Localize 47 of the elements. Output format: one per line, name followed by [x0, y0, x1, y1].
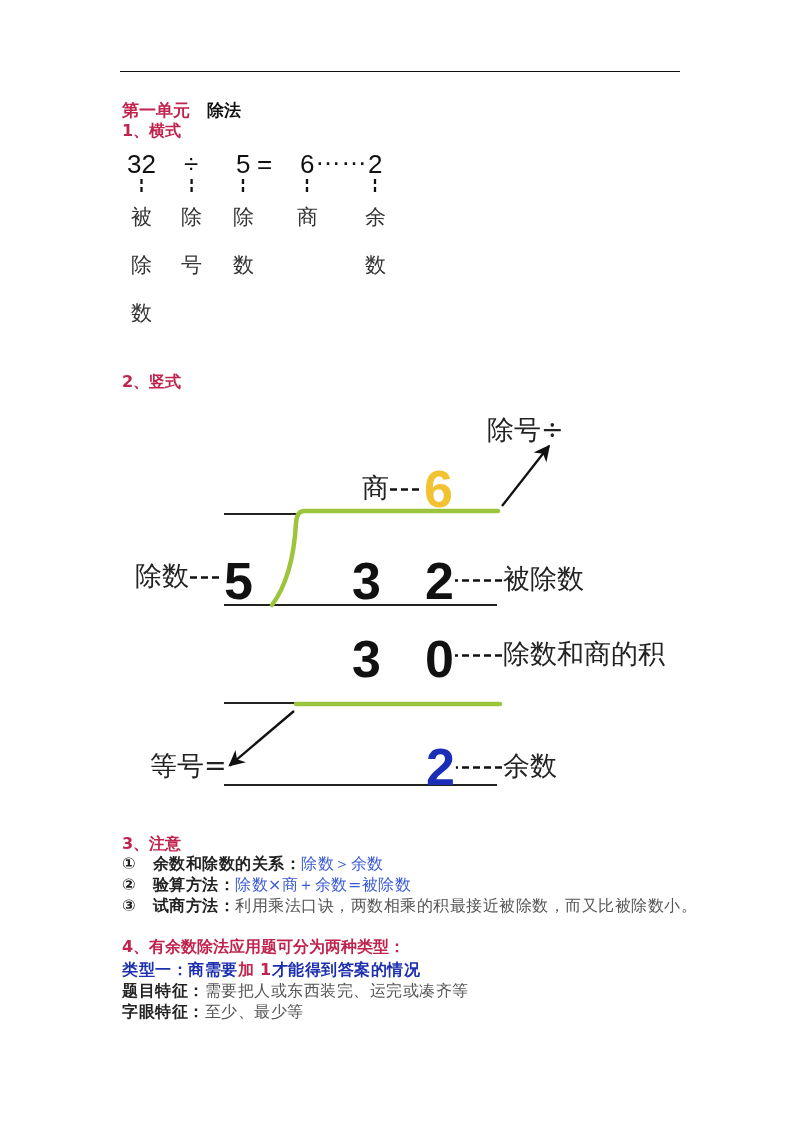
number: 5 [236, 151, 251, 177]
leader-line [373, 178, 377, 192]
note-text: ③ 试商方法：利用乘法口诀，两数相乘的积最接近被除数，而又比被除数小。 [122, 896, 698, 917]
term-label: 等号= [150, 750, 227, 782]
term-label: 除数 [135, 560, 189, 592]
note-text: 字眼特征：至少、最少等 [122, 1002, 304, 1023]
section-heading: 4、有余数除法应用题可分为两种类型： [122, 937, 406, 958]
term-label: 除数和商的积 [503, 638, 665, 670]
number: 2 [426, 741, 455, 793]
section-heading: 2、竖式 [122, 372, 182, 393]
number: 32 [352, 555, 454, 607]
page-title: 第一单元 除法 [122, 99, 241, 122]
term-label: 余数 [503, 750, 557, 782]
leader-line [305, 178, 309, 192]
section-heading: 1、横式 [122, 121, 182, 142]
number: 5 [224, 555, 253, 607]
subheading: 类型一：商需要加 1才能得到答案的情况 [122, 960, 421, 981]
leader-line [455, 579, 502, 582]
leader-line [190, 178, 193, 192]
term-label: 除号÷ [487, 414, 564, 446]
number: 6 [424, 463, 453, 515]
term-label: 被除数 [503, 563, 584, 595]
term-label: 被除数 [130, 193, 153, 337]
arrow [228, 710, 295, 767]
division-bracket [268, 507, 500, 609]
term-label: 商 [362, 472, 389, 504]
division-sign: ÷ [184, 151, 199, 177]
term-label: 除数 [232, 193, 254, 289]
ellipsis-dots: …… [315, 143, 367, 169]
note-text: ② 验算方法：除数×商＋余数=被除数 [122, 875, 412, 896]
arrow [501, 444, 550, 507]
subtraction-line [296, 701, 500, 707]
number: 6 [300, 151, 315, 177]
term-label: 除号 [180, 193, 203, 289]
leader-line [140, 178, 143, 192]
term-label: 商 [296, 193, 318, 241]
note-text: ① 余数和除数的关系：除数＞余数 [122, 854, 384, 875]
number: 30 [352, 633, 454, 685]
term-label: 余数 [364, 193, 386, 289]
note-text: 题目特征：需要把人或东西装完、运完或凑齐等 [122, 981, 469, 1002]
leader-line [455, 654, 502, 657]
equals-sign: = [257, 151, 273, 177]
leader-line [241, 178, 245, 192]
leader-line [455, 766, 502, 769]
number: 32 [127, 151, 156, 177]
number: 2 [368, 151, 383, 177]
section-heading: 3、注意 [122, 834, 182, 855]
